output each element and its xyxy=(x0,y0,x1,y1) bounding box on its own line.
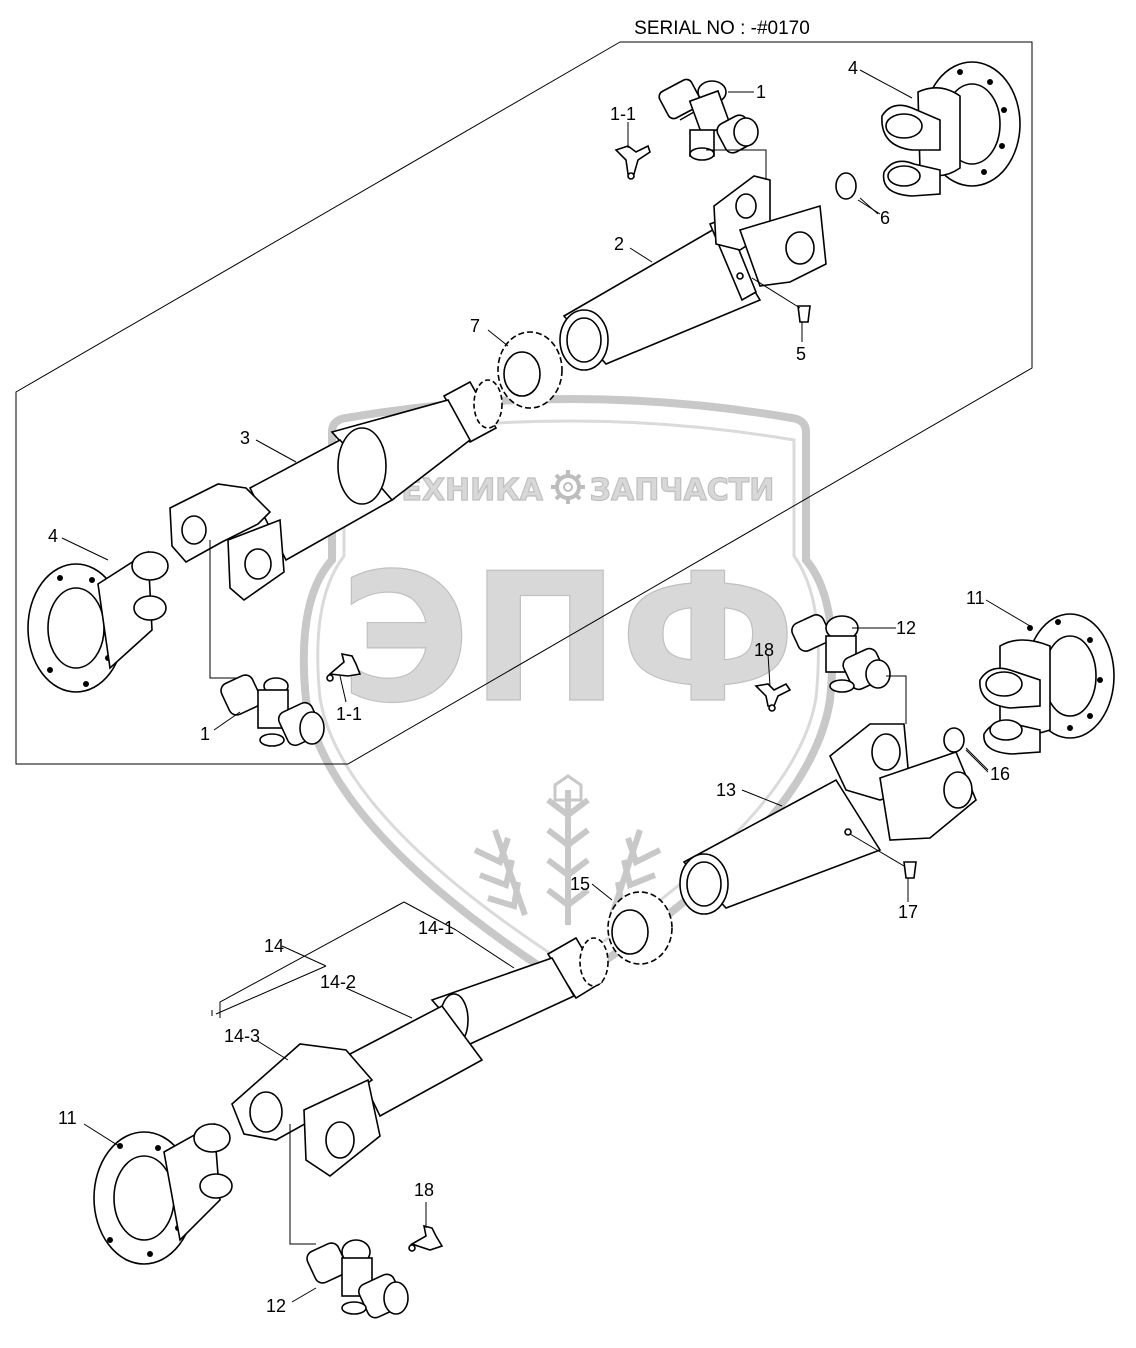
shaft-with-yoke-lower xyxy=(231,936,609,1177)
grease-fitting-5 xyxy=(797,305,811,323)
label-14-3: 14-3 xyxy=(224,1026,260,1046)
label-11-left: 11 xyxy=(58,1108,77,1128)
grease-nipple-top xyxy=(614,144,651,180)
label-15: 15 xyxy=(570,874,590,894)
cross-journal-left xyxy=(220,674,325,747)
label-16: 16 xyxy=(990,764,1010,784)
flange-yoke-top xyxy=(881,61,1021,197)
label-14-2: 14-2 xyxy=(320,972,356,992)
cross-journal-right xyxy=(791,614,891,693)
label-17: 17 xyxy=(898,902,918,922)
label-14: 14 xyxy=(264,936,284,956)
cross-journal-top xyxy=(658,78,759,161)
label-6: 6 xyxy=(880,208,890,228)
serial-group-outline xyxy=(15,41,1033,765)
label-1-1-top: 1-1 xyxy=(610,104,636,124)
leader-lines xyxy=(61,69,1031,1303)
label-11-right: 11 xyxy=(966,588,985,608)
label-2: 2 xyxy=(614,234,624,254)
slip-yoke-tube xyxy=(559,175,827,371)
serial-number: SERIAL NO : -#0170 xyxy=(634,18,810,39)
assembly-lines xyxy=(209,149,989,1245)
label-12-top: 12 xyxy=(896,618,916,638)
snap-ring-16 xyxy=(943,727,965,753)
label-1-1-bottom: 1-1 xyxy=(336,704,362,724)
slip-yoke-tube-lower xyxy=(679,723,977,915)
shaft-with-yoke xyxy=(169,379,503,602)
watermark-logo: ЭПФ xyxy=(340,535,796,742)
label-13: 13 xyxy=(716,780,736,800)
spline-sleeve-7 xyxy=(497,331,563,409)
label-12-bottom: 12 xyxy=(266,1296,286,1316)
label-7: 7 xyxy=(470,316,480,336)
grease-nipple-left xyxy=(326,652,362,682)
grease-nipple-18-top xyxy=(754,682,792,712)
flange-yoke-bottom-left xyxy=(93,1122,233,1265)
label-5: 5 xyxy=(796,344,806,364)
label-14-1: 14-1 xyxy=(418,918,454,938)
flange-yoke-left xyxy=(27,550,169,693)
cross-journal-bottom xyxy=(306,1239,409,1319)
part-labels: 1 1-1 4 6 2 7 5 3 4 1-1 1 11 12 18 16 13… xyxy=(48,58,1010,1316)
grease-nipple-18-bottom xyxy=(408,1224,444,1252)
snap-ring-6 xyxy=(835,172,857,200)
label-18-bottom: 18 xyxy=(414,1180,434,1200)
label-1-bottom: 1 xyxy=(200,724,210,744)
label-18-top: 18 xyxy=(754,640,774,660)
label-3: 3 xyxy=(240,428,250,448)
flange-yoke-right xyxy=(979,613,1115,755)
grease-fitting-17 xyxy=(903,861,917,879)
watermark-word-right: ЗАПЧАСТИ xyxy=(590,473,775,508)
label-1-top: 1 xyxy=(756,82,766,102)
gear-icon xyxy=(551,470,585,504)
spline-sleeve-15 xyxy=(607,891,673,965)
label-4-top: 4 xyxy=(848,58,858,78)
label-4-left: 4 xyxy=(48,526,58,546)
